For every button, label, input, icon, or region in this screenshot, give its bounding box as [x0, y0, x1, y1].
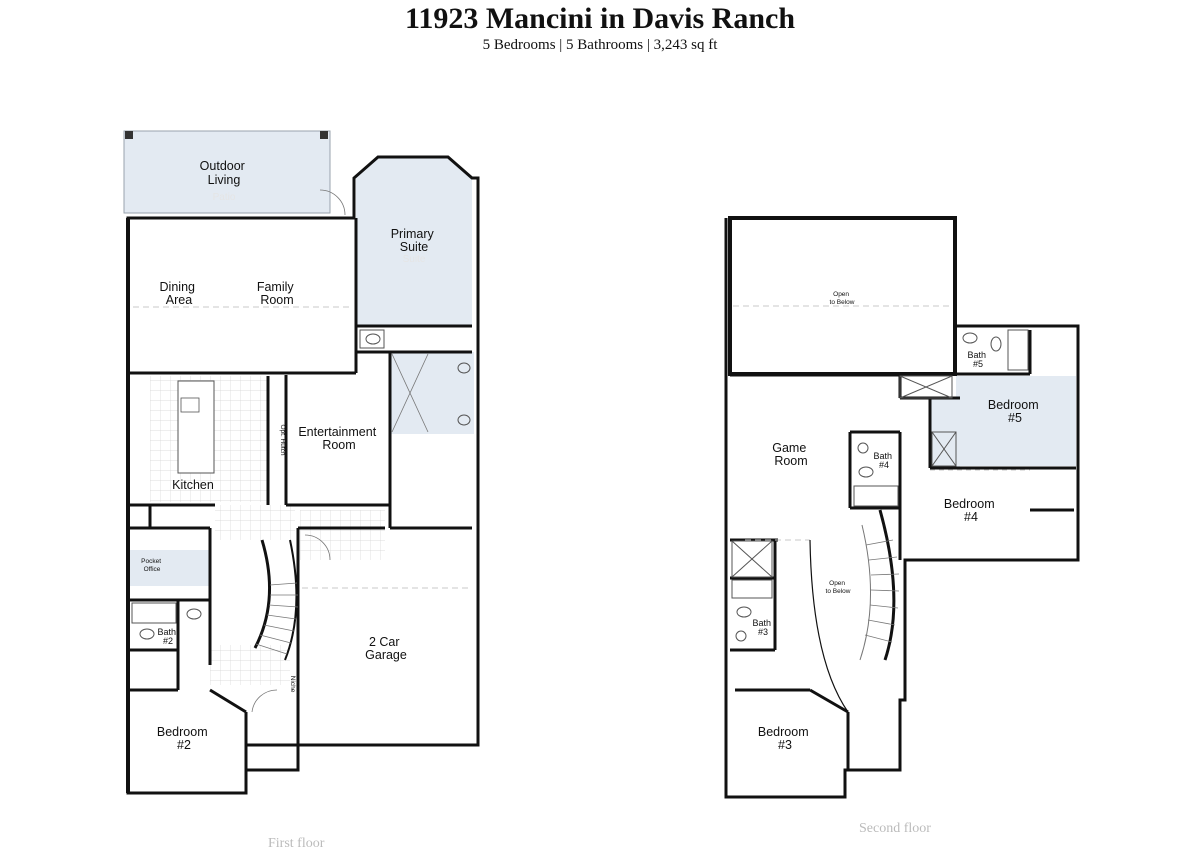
- page-subtitle: 5 Bedrooms | 5 Bathrooms | 3,243 sq ft: [482, 37, 718, 53]
- first-floor-interior-walls: [130, 218, 472, 770]
- bath2-toilet: [139, 628, 155, 640]
- stair-inner-rail: [253, 539, 271, 649]
- bedroom5-label: Bedroom #5: [988, 398, 1042, 425]
- linen-closets: [731, 375, 957, 578]
- stair-outer-rail: [284, 539, 298, 661]
- second-floor-plan: Open to Below Bath #5 Bedroom #5 Game Ro…: [724, 216, 1080, 799]
- family-room-label: Family Room: [257, 280, 297, 307]
- bedroom2-label: Bedroom #2: [157, 725, 211, 752]
- hall-tile: [215, 505, 295, 540]
- primary-sink: [457, 362, 471, 374]
- bath3-label: Bath #3: [752, 618, 773, 637]
- open-to-below-stair-label: Open to Below: [826, 580, 851, 595]
- patio-post: [320, 131, 328, 139]
- kitchen-label: Kitchen: [172, 478, 214, 492]
- bath2-label: Bath #2: [157, 627, 178, 646]
- door-swing: [304, 534, 331, 561]
- second-floor-caption: Second floor: [859, 821, 931, 836]
- first-floor-plan: Outdoor Living Patio Primary Suite Suite…: [123, 130, 480, 795]
- bedroom5-area: [956, 376, 1076, 466]
- first-floor-exterior-wall: [126, 155, 480, 795]
- bath-fixtures: [731, 329, 1029, 642]
- shower-x: [391, 353, 429, 433]
- bath2-tub: [131, 602, 177, 624]
- primary-toilet: [365, 333, 381, 345]
- second-floor-exterior-wall: [724, 218, 1080, 799]
- stair-inner-rail: [859, 524, 871, 661]
- primary-suite-label: Primary Suite: [391, 227, 438, 254]
- dining-area-label: Dining Area: [160, 280, 199, 307]
- patio-post: [125, 131, 133, 139]
- game-room-label: Game Room: [772, 441, 810, 468]
- niche-label: Niche: [289, 676, 296, 693]
- outdoor-living-label: Outdoor Living: [200, 159, 249, 187]
- stair-outer-rail: [878, 509, 896, 661]
- bedroom3-label: Bedroom #3: [758, 725, 812, 752]
- bath5-label: Bath #5: [967, 350, 988, 369]
- entertainment-room-label: Entertainment Room: [298, 425, 379, 452]
- foyer-tile: [210, 645, 290, 685]
- pocket-office-area: [130, 550, 210, 586]
- outdoor-living-area: [123, 130, 331, 214]
- primary-toilet-box: [359, 329, 385, 349]
- garage-label: 2 Car Garage: [365, 635, 407, 662]
- stair-treads: [255, 582, 299, 655]
- stair-treads: [864, 539, 900, 643]
- bedroom4-label: Bedroom #4: [944, 497, 998, 524]
- door-swing: [319, 189, 346, 216]
- stair-void-edge: [809, 539, 849, 713]
- open-to-below-top-label: Open to Below: [830, 291, 855, 306]
- primary-suite-area: [356, 158, 472, 326]
- patio-label: Patio: [213, 192, 236, 203]
- primary-bath-area: [390, 352, 474, 434]
- page-title: 11923 Mancini in Davis Ranch: [404, 2, 796, 35]
- island-sink: [180, 397, 200, 413]
- bath2-sink: [186, 608, 202, 620]
- primary-sink: [457, 414, 471, 426]
- suite-ghost-label: Suite: [403, 254, 426, 265]
- door-swing: [251, 689, 278, 713]
- pocket-office-label: Pocket Office: [141, 558, 163, 573]
- opt-hutch-label: Opt. Hutch: [279, 424, 286, 455]
- bath4-label: Bath #4: [873, 451, 894, 470]
- first-floor-caption: First floor: [268, 836, 325, 851]
- kitchen-island: [177, 380, 215, 474]
- utility-tile: [300, 510, 385, 560]
